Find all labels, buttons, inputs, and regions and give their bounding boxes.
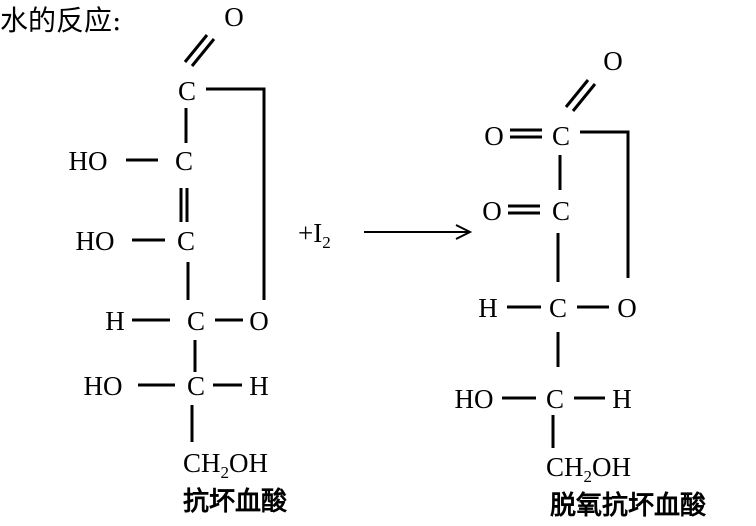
compound-name-right: 脱氧抗坏血酸 xyxy=(550,490,707,521)
atom-c4: C xyxy=(187,306,205,336)
atom-o-top: O xyxy=(224,2,244,32)
atom-ho4: HO xyxy=(455,384,494,414)
ring-bond xyxy=(580,130,630,278)
bond xyxy=(564,79,590,108)
atom-ho2: HO xyxy=(69,146,108,176)
atom-c1: C xyxy=(552,121,570,151)
atom-c2: C xyxy=(175,146,193,176)
atom-h4: H xyxy=(612,384,632,414)
atom-h3: H xyxy=(478,293,498,323)
ring-bond xyxy=(206,87,266,300)
heading: 水的反应: xyxy=(0,4,121,37)
atom-ho3: HO xyxy=(76,226,115,256)
ascorbic-acid-structure: O C HO C HO C H C O HO C H CH2OH 抗坏血酸 xyxy=(69,2,289,517)
bond xyxy=(571,83,597,112)
atom-o-ring: O xyxy=(249,306,269,336)
atom-c4: C xyxy=(546,384,564,414)
atom-c5: C xyxy=(187,371,205,401)
atom-c1: C xyxy=(178,76,196,106)
atom-o2: O xyxy=(482,196,502,226)
reagent-iodine: +I2 xyxy=(298,218,331,252)
dehydroascorbic-acid-structure: O O C O C H C O HO C H CH2OH 脱氧抗坏血酸 xyxy=(455,46,708,521)
atom-o-top: O xyxy=(603,46,623,76)
arrow-head-icon xyxy=(455,224,473,240)
atom-ho5: HO xyxy=(84,371,123,401)
atom-c3: C xyxy=(177,226,195,256)
atom-o-ring: O xyxy=(617,293,637,323)
bond xyxy=(190,38,216,67)
atom-h5: H xyxy=(249,371,269,401)
group-ch2oh: CH2OH xyxy=(546,452,631,486)
group-ch2oh: CH2OH xyxy=(183,448,268,482)
compound-name-left: 抗坏血酸 xyxy=(183,486,288,517)
atom-o1: O xyxy=(484,121,504,151)
atom-c2: C xyxy=(552,196,570,226)
bond xyxy=(183,34,209,63)
atom-h4: H xyxy=(105,306,125,336)
atom-c3: C xyxy=(549,293,567,323)
